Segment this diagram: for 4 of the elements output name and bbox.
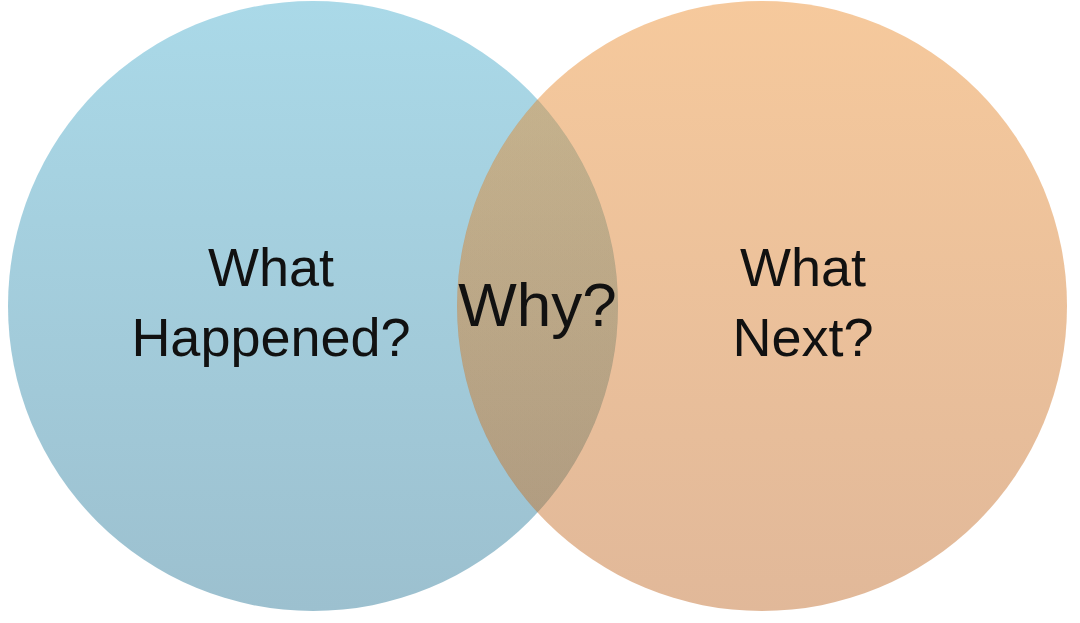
circle-label: What Happened?: [131, 236, 411, 369]
overlap-label: Why?: [458, 269, 617, 341]
circle-label: What Next?: [732, 236, 874, 369]
overlap-region: [457, 100, 618, 512]
